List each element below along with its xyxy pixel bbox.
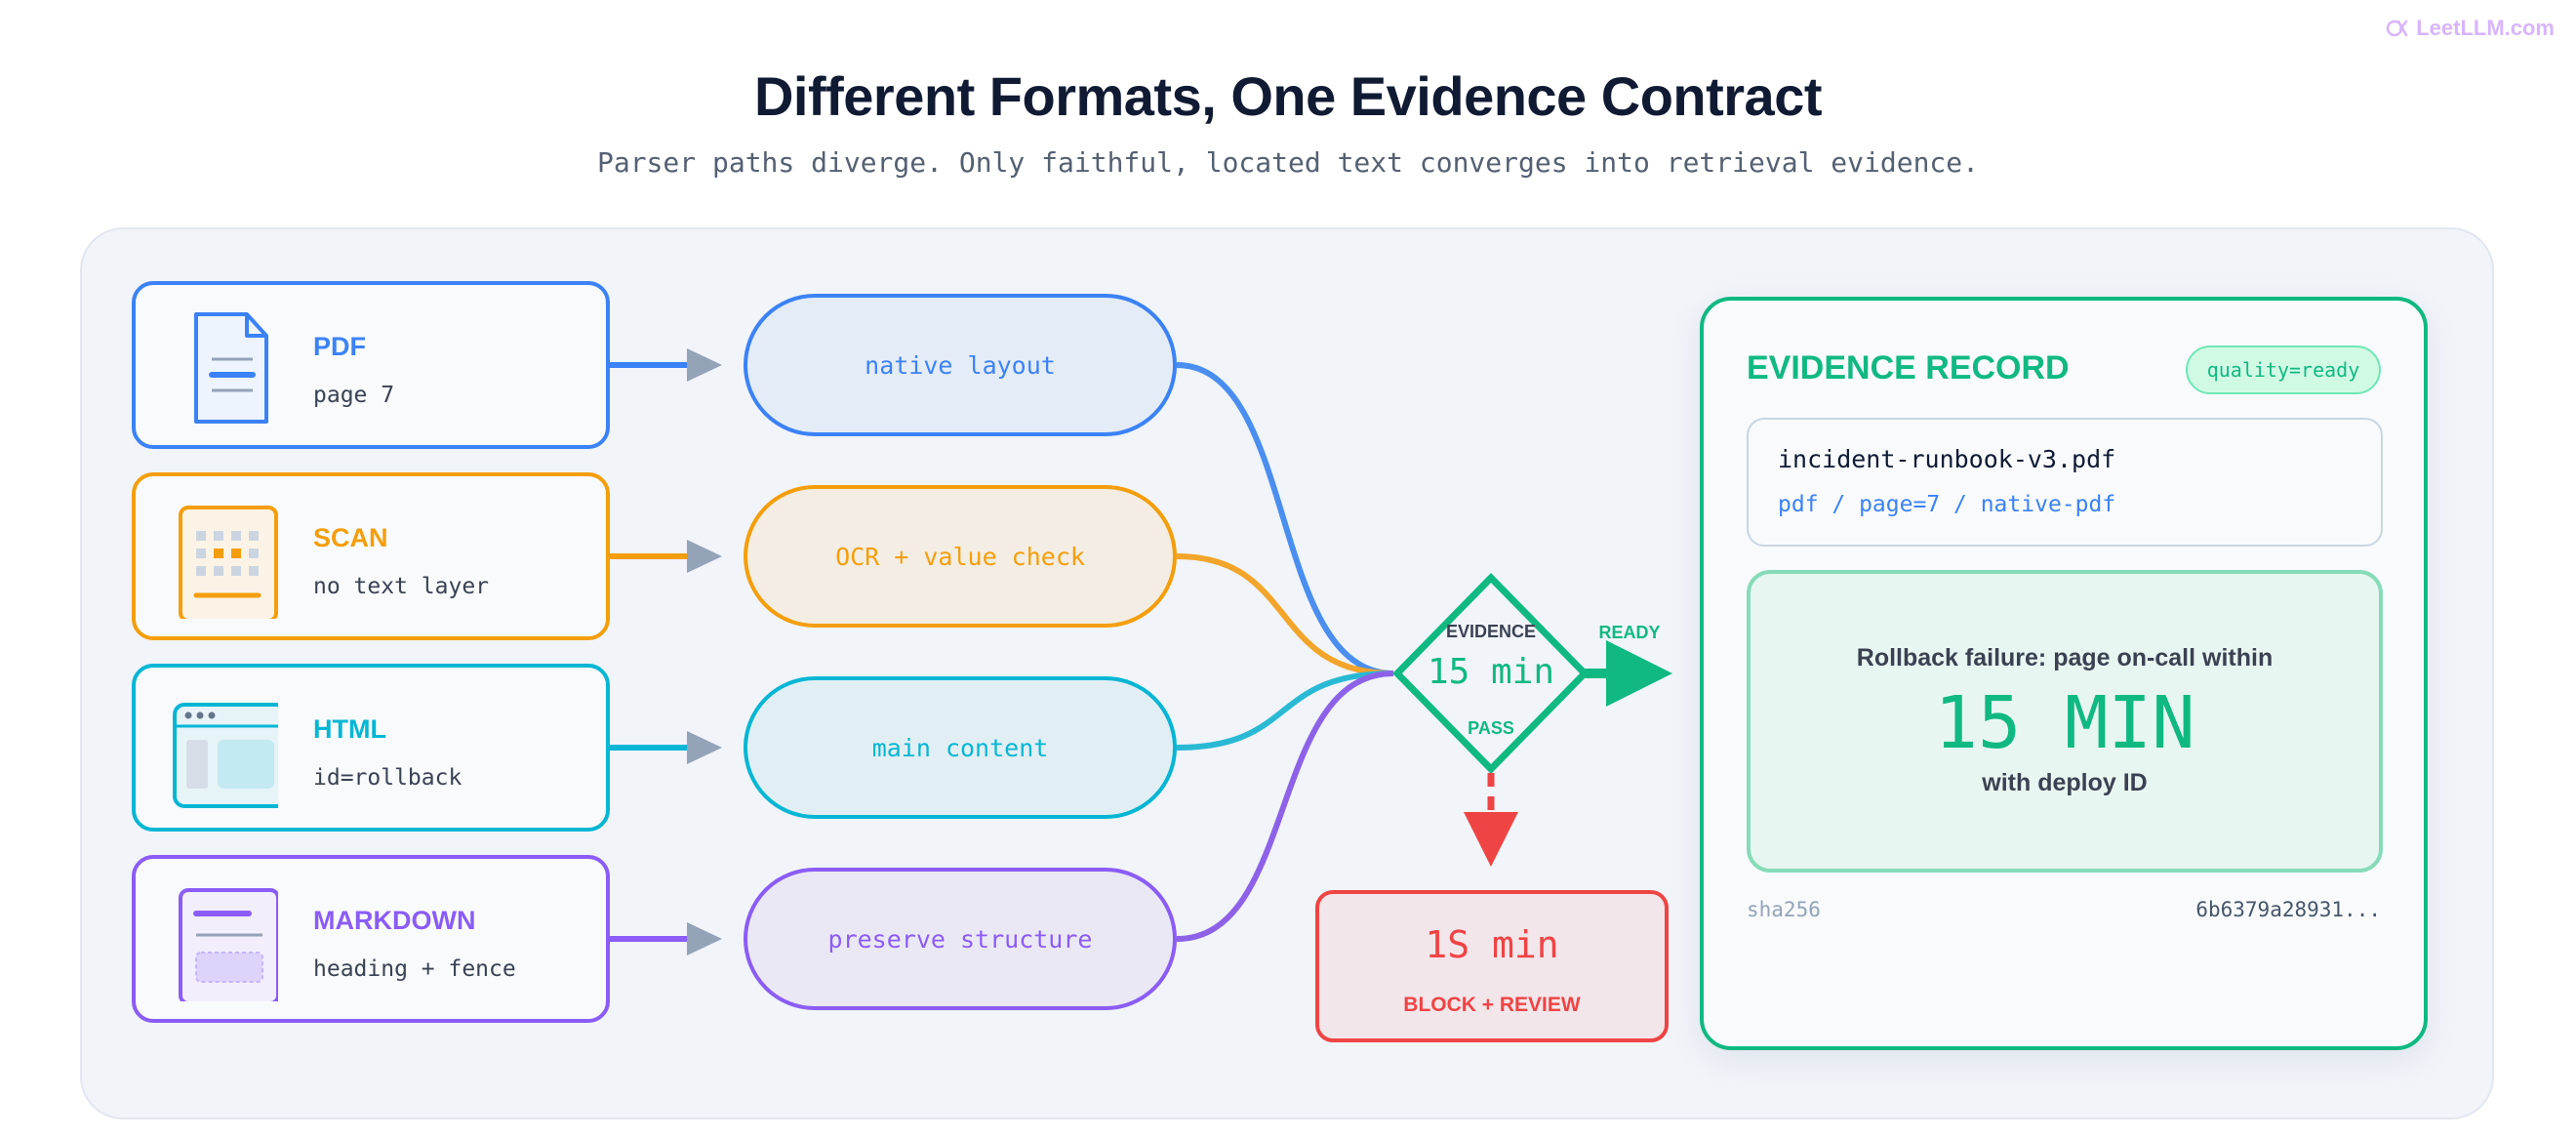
file-info-box: incident-runbook-v3.pdf pdf / page=7 / n… — [1747, 418, 2383, 547]
block-review-box: 1S min BLOCK + REVIEW — [1315, 890, 1669, 1042]
source-card-pdf: PDF page 7 — [132, 281, 610, 449]
source-detail: no text layer — [313, 574, 490, 599]
parser-ocr-value-check: OCR + value check — [744, 485, 1177, 628]
parser-main-content: main content — [744, 676, 1177, 819]
file-name: incident-runbook-v3.pdf — [1778, 445, 2116, 473]
source-title: HTML — [313, 714, 386, 744]
page-title: Different Formats, One Evidence Contract — [753, 65, 1823, 127]
brand-name: LeetLLM.com — [2416, 16, 2555, 40]
scan-icon — [179, 506, 278, 619]
brand-icon — [2386, 20, 2408, 37]
source-detail: id=rollback — [313, 765, 463, 791]
document-icon — [194, 312, 268, 424]
gate-pass-label: PASS — [1468, 718, 1514, 738]
page-subtitle: Parser paths diverge. Only faithful, loc… — [596, 146, 1980, 179]
ready-label: READY — [1598, 623, 1661, 642]
claim-value: 15 MIN — [1934, 681, 2195, 765]
rejected-value: 1S min — [1425, 923, 1559, 966]
block-review-label: BLOCK + REVIEW — [1403, 994, 1581, 1016]
source-detail: heading + fence — [313, 956, 516, 982]
source-card-html: HTML id=rollback — [132, 664, 610, 832]
gate-top-label: EVIDENCE — [1445, 622, 1537, 641]
hash-value: 6b6379a28931... — [2195, 898, 2381, 921]
hash-label: sha256 — [1747, 898, 1821, 921]
parser-preserve-structure: preserve structure — [744, 868, 1177, 1010]
claim-text-top: Rollback failure: page on-call within — [1856, 644, 2274, 671]
parser-native-layout: native layout — [744, 294, 1177, 436]
gate-value: 15 min — [1427, 652, 1555, 692]
claim-text-bottom: with deploy ID — [1982, 769, 2148, 796]
quality-badge: quality=ready — [2186, 345, 2381, 394]
browser-window-icon — [173, 703, 278, 808]
source-title: SCAN — [313, 523, 388, 552]
source-detail: page 7 — [313, 383, 395, 408]
markdown-doc-icon — [179, 888, 278, 1001]
claim-box: Rollback failure: page on-call within 15… — [1747, 570, 2383, 873]
record-title: EVIDENCE RECORD — [1747, 349, 2070, 386]
evidence-record-card: EVIDENCE RECORD quality=ready incident-r… — [1700, 297, 2428, 1050]
brand-logo: LeetLLM.com — [2385, 16, 2555, 41]
source-card-scan: SCAN no text layer — [132, 472, 610, 640]
source-title: PDF — [313, 332, 366, 361]
source-card-markdown: MARKDOWN heading + fence — [132, 855, 610, 1023]
source-title: MARKDOWN — [313, 906, 476, 935]
file-meta: pdf / page=7 / native-pdf — [1778, 492, 2116, 517]
